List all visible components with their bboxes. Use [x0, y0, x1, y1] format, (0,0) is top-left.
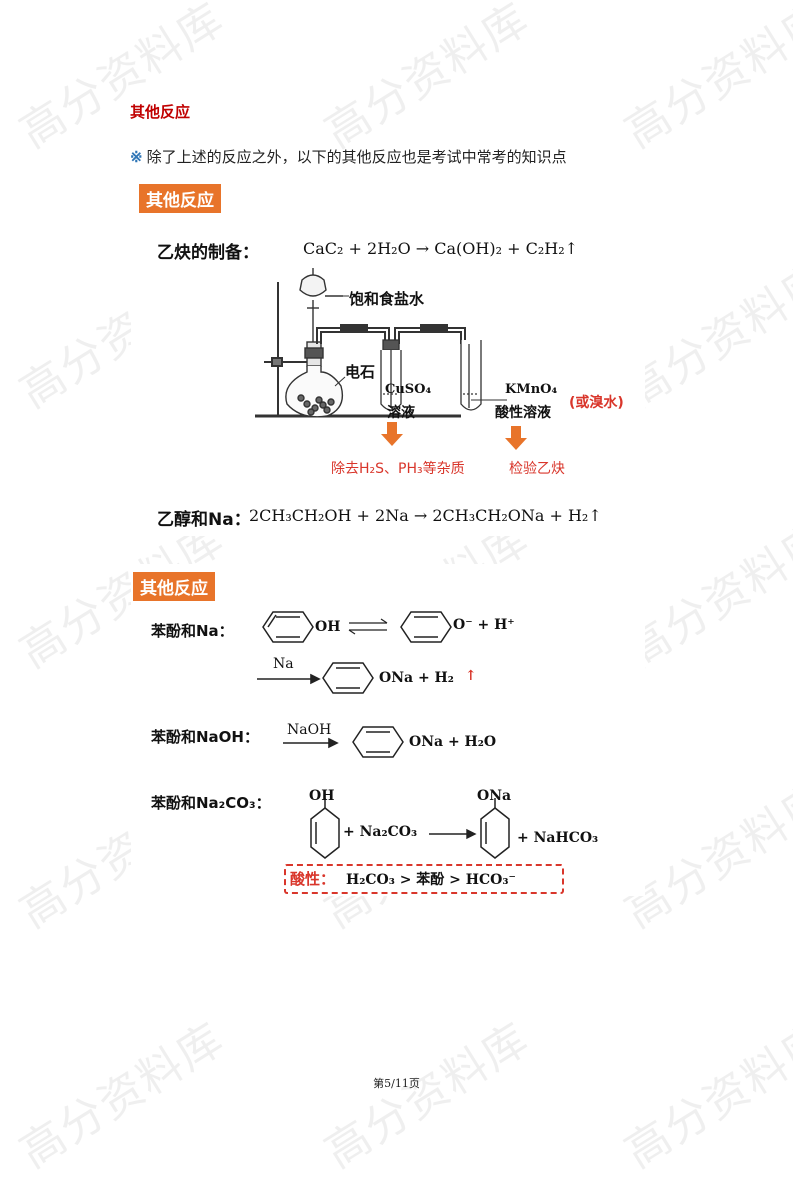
reference-mark-icon: ※: [130, 148, 143, 166]
acetylene-label: 乙炔的制备：: [157, 243, 259, 263]
page-number: 第5/11页: [373, 1077, 420, 1090]
watermark: 高分资料库: [11, 1013, 234, 1179]
intro-text: 除了上述的反应之外，以下的其他反应也是考试中常考的知识点: [146, 148, 567, 166]
watermark: 高分资料库: [616, 1013, 793, 1179]
reaction-arrow-icon: [429, 828, 477, 840]
naoh-products: ONa + H₂O: [409, 734, 497, 750]
phenol-oh: OH: [315, 619, 341, 635]
panel-acetylene: 其他反应 乙炔的制备： CaC₂ + 2H₂O → Ca(OH)₂ + C₂H₂…: [131, 172, 645, 536]
ethanol-equation: 2CH₃CH₂OH + 2Na → 2CH₃CH₂ONa + H₂↑: [249, 506, 602, 525]
intro-line: ※除了上述的反应之外，以下的其他反应也是考试中常考的知识点: [130, 146, 567, 167]
phenol-na2co3-label: 苯酚和Na₂CO₃：: [151, 794, 271, 812]
purpose-remove-impurities: 除去H₂S、PH₃等杂质: [331, 461, 465, 477]
reagent-naoh: NaOH: [287, 722, 332, 738]
acetylene-equation: CaC₂ + 2H₂O → Ca(OH)₂ + C₂H₂↑: [303, 239, 579, 258]
acidity-label: 酸性：: [290, 870, 336, 888]
funnel-label: 饱和食盐水: [349, 290, 425, 308]
kmno4-tube: [460, 340, 482, 411]
sodium-phenoxide-h2: ONa + H₂: [379, 670, 454, 686]
alt-reagent-note: (或溴水): [569, 395, 624, 411]
kmno4-solution: 酸性溶液: [495, 405, 551, 421]
ethanol-label: 乙醇和Na：: [157, 510, 251, 530]
phenol-naoh-label: 苯酚和NaOH：: [151, 728, 259, 746]
purpose-test-acetylene: 检验乙炔: [509, 461, 565, 477]
plus-nahco3: + NaHCO₃: [517, 830, 599, 846]
benzene-ring-icon: [262, 611, 314, 643]
carbide-label: 电石: [345, 363, 376, 381]
benzene-ring-icon: [310, 798, 340, 859]
reagent-na: Na: [273, 656, 294, 672]
benzene-ring-icon: [322, 662, 374, 694]
plus-na2co3: + Na₂CO₃: [343, 824, 418, 840]
panel-tag: 其他反应: [133, 572, 215, 601]
watermark: 高分资料库: [316, 1013, 539, 1179]
ona-top: ONa: [477, 788, 512, 804]
watermark: 高分资料库: [11, 0, 234, 159]
equilibrium-arrow-icon: [348, 618, 388, 635]
connecting-tubes: [316, 324, 466, 344]
reaction-arrow-icon: [283, 737, 339, 749]
acidity-order: H₂CO₃ > 苯酚 > HCO₃⁻: [346, 872, 516, 888]
watermark: 高分资料库: [316, 0, 539, 159]
phenol-structures: [257, 611, 510, 859]
benzene-ring-icon: [352, 726, 404, 758]
down-arrow-icon: [381, 422, 403, 446]
iron-stand: [255, 282, 461, 418]
benzene-ring-icon: [480, 798, 510, 859]
phenol-na-label: 苯酚和Na：: [151, 622, 234, 640]
gas-up-arrow-icon: ↑: [465, 668, 477, 684]
separatory-funnel: [299, 268, 343, 344]
watermark: 高分资料库: [616, 0, 793, 159]
round-bottom-flask: [285, 341, 344, 418]
apparatus-diagram: [255, 268, 527, 450]
panel-tag: 其他反应: [139, 184, 221, 213]
cuso4-tube: [380, 339, 402, 411]
panel-phenol: 其他反应: [131, 564, 645, 896]
cuso4-formula: CuSO₄: [385, 382, 432, 397]
cuso4-solution: 溶液: [387, 405, 415, 421]
section-title: 其他反应: [130, 103, 191, 121]
benzene-ring-icon: [400, 611, 452, 643]
acidity-box: 酸性： H₂CO₃ > 苯酚 > HCO₃⁻: [284, 864, 564, 894]
down-arrow-icon: [505, 426, 527, 450]
phenol-oh-top: OH: [309, 788, 335, 804]
kmno4-formula: KMnO₄: [505, 382, 558, 397]
reaction-arrow-icon: [257, 673, 321, 685]
phenoxide-products: O⁻ + H⁺: [453, 617, 515, 633]
